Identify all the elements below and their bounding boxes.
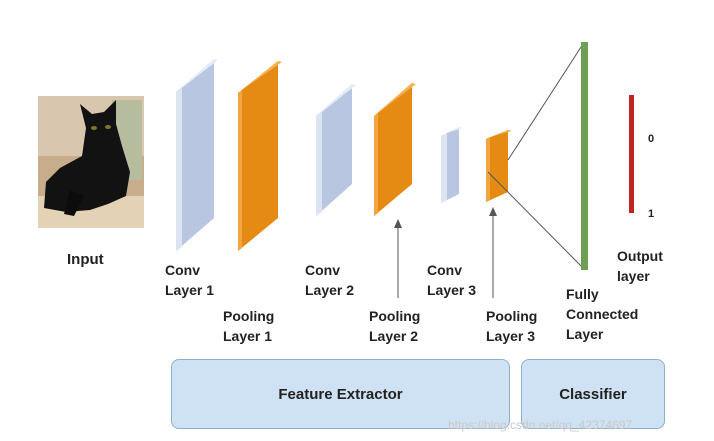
classifier-box: Classifier (521, 359, 665, 429)
pooling-layer-2-block (374, 83, 416, 216)
conv-layer-2-label: Conv Layer 2 (305, 262, 355, 298)
pooling-layer-1-label: Pooling Layer 1 (223, 308, 275, 344)
pointer-arrows (394, 207, 497, 298)
output-layer-bar (629, 95, 634, 213)
conv-layer-3-label: Conv Layer 3 (427, 262, 477, 298)
output-layer-label: Output layer (617, 248, 663, 284)
fully-connected-layer-label: Fully Connected Layer (566, 286, 639, 342)
watermark-text: https://blog.csdn.net/qq_42374697 (448, 418, 633, 432)
pooling-layer-1-block (238, 61, 282, 251)
output-value-1: 1 (648, 208, 655, 220)
pooling-layer-3-label: Pooling Layer 3 (486, 308, 538, 344)
output-value-0: 0 (648, 133, 655, 145)
conv-layer-1-block (176, 59, 218, 251)
conv-layer-1-label: Conv Layer 1 (165, 262, 215, 298)
classifier-label: Classifier (559, 385, 627, 403)
fully-connected-layer-bar (581, 42, 588, 270)
feature-extractor-box: Feature Extractor (171, 359, 510, 429)
pooling-layer-3-block (486, 130, 512, 202)
feature-extractor-label: Feature Extractor (278, 385, 403, 403)
conv-layer-2-block (316, 84, 356, 216)
conv-layer-3-block (441, 127, 463, 203)
pooling-layer-2-label: Pooling Layer 2 (369, 308, 421, 344)
input-label: Input (67, 251, 104, 268)
input-image (38, 96, 144, 228)
fc-connection-lines (487, 43, 584, 269)
